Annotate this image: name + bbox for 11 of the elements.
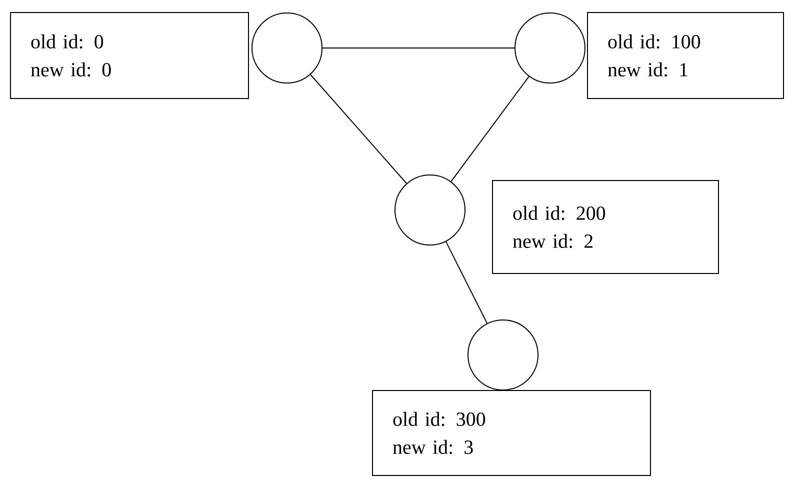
id-box: old id: 300 new id: 3 xyxy=(372,390,651,476)
id-box: old id: 100 new id: 1 xyxy=(587,12,784,99)
id-box: old id: 0 new id: 0 xyxy=(10,12,249,99)
circle-node xyxy=(394,174,466,246)
circle-node xyxy=(468,320,538,390)
connector-line xyxy=(445,241,488,324)
circle-node xyxy=(514,12,586,84)
connector-line xyxy=(450,76,530,182)
connector-line xyxy=(310,74,408,184)
circle-node xyxy=(252,12,322,84)
id-box: old id: 200 new id: 2 xyxy=(492,180,719,274)
